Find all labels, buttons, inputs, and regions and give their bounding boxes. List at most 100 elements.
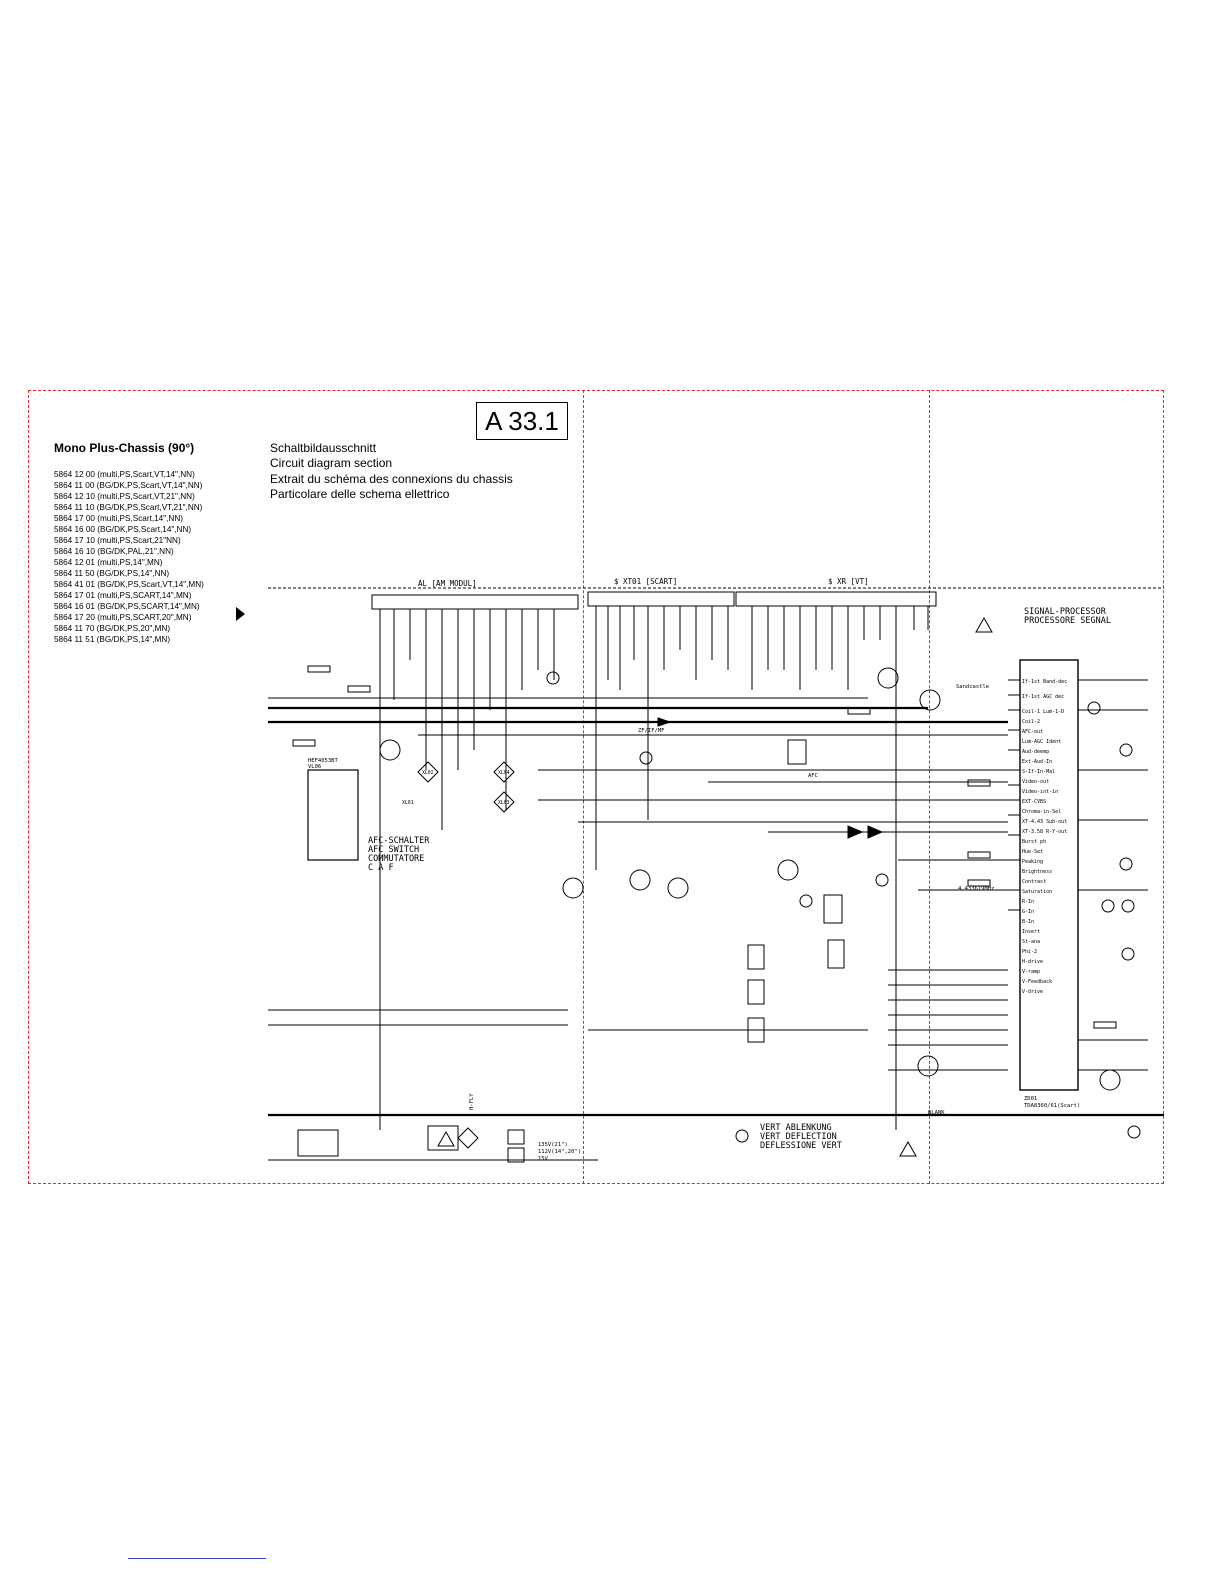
section-divider-1: [583, 390, 584, 1184]
signal-processor-label: SIGNAL-PROCESSOR: [1024, 607, 1107, 617]
processor-pins: [1008, 679, 1148, 1071]
diagram-frame: [28, 390, 1164, 1184]
pin-function: Phi-2: [1022, 949, 1037, 955]
supply-label: 112V(14",20"): [538, 1149, 581, 1155]
model-list: 5864 12 00 (multi,PS,Scart,VT,14",NN) 58…: [54, 469, 204, 645]
processor-pin-labels: If-1st Band-dec If-1st AGC dec Coil-1 Lu…: [1022, 679, 1067, 995]
pin-function: Coil-2: [1022, 719, 1040, 725]
model-item: 5864 17 01 (multi,PS,SCART,14",MN): [54, 591, 192, 600]
vert-deflection-label-de: VERT ABLENKUNG: [760, 1123, 832, 1133]
switch-label: XL03: [498, 800, 510, 806]
pin-function: R-In: [1022, 899, 1034, 905]
xr-pins: [751, 606, 929, 1130]
pin-function: Brightness: [1022, 869, 1052, 875]
pin-function: Video-int-in: [1022, 789, 1058, 795]
afc-label: AFC: [808, 773, 818, 779]
pin-function: V-drive: [1022, 989, 1043, 995]
pin-function: Burst ph: [1022, 839, 1046, 845]
crystal-label: 4.433619MHz: [958, 886, 994, 892]
model-item: 5864 12 10 (multi,PS,Scart,VT,21",NN): [54, 492, 195, 501]
supply-label: 135V(21"): [538, 1142, 568, 1148]
processor-chip: TDA8360/61(Scart): [1024, 1103, 1080, 1109]
afc-switch-ic: [307, 769, 359, 861]
pin-function: XT-4.43 Sub-out: [1022, 819, 1067, 825]
pin-function: B-In: [1022, 919, 1034, 925]
pin-function: Contrast: [1022, 879, 1046, 885]
model-item: 5864 17 20 (multi,PS,SCART,20",MN): [54, 613, 192, 622]
pin-function: Insert: [1022, 929, 1040, 935]
pin-function: Saturation: [1022, 889, 1052, 895]
model-item: 5864 41 01 (BG/DK,PS,Scart,VT,14",MN): [54, 580, 204, 589]
processor-ic: [1019, 659, 1079, 1091]
xt01-pins: [595, 606, 729, 870]
switch-label: XL02: [422, 770, 434, 776]
page-code: A 33.1: [476, 402, 568, 440]
zf-label: ZF/IF/MF: [638, 728, 665, 734]
model-item: 5864 12 01 (multi,PS,14",MN): [54, 558, 163, 567]
afc-switch-label-it: COMMUTATORE: [368, 854, 424, 864]
section-description: Schaltbildausschnitt Circuit diagram sec…: [270, 441, 513, 503]
model-item: 5864 11 10 (BG/DK,PS,Scart,VT,21",NN): [54, 503, 203, 512]
pin-function: If-1st Band-dec: [1022, 679, 1067, 685]
vert-deflection-label-it: DEFLESSIONE VERT: [760, 1141, 842, 1151]
h-fly-label: H-FLY: [469, 1093, 475, 1110]
pin-function: Ext-Aud-In: [1022, 759, 1052, 765]
pin-function: If-1st AGC dec: [1022, 694, 1064, 700]
connector-xt01: [587, 591, 735, 607]
ic-label: HEF4053BT: [308, 758, 338, 764]
pin-function: Aud-deemp: [1022, 749, 1049, 755]
ic-ref: VL06: [308, 764, 321, 770]
pin-function: Coil-1 Lum-1-D: [1022, 709, 1064, 715]
pin-function: XT-3.58 R-Y-out: [1022, 829, 1067, 835]
afc-switch-label-de: AFC-SCHALTER: [368, 836, 430, 846]
afc-switch-label-en: AFC SWITCH: [368, 845, 419, 855]
pin-function: H-drive: [1022, 959, 1043, 965]
pin-function: Chroma-in-Sel: [1022, 809, 1061, 815]
pin-function: St-ana: [1022, 939, 1040, 945]
circuit-schematic: AL [AM MODUL] $ XT01 [SCART] $ XR [VT] S…: [268, 577, 1164, 1163]
connector-xr: [735, 591, 937, 607]
connector-xr-label: $ XR [VT]: [828, 577, 869, 586]
supply-label: 15V: [538, 1156, 549, 1162]
signal-processor-label-it: PROCESSORE SEGNAL: [1024, 616, 1111, 626]
pin-function: AFC-out: [1022, 729, 1043, 735]
pin-function: EXT-CVBS: [1022, 799, 1046, 805]
main-bus: [268, 706, 1164, 1117]
description-it: Particolare delle schema ellettrico: [270, 487, 450, 502]
vert-deflection-label-en: VERT DEFLECTION: [760, 1132, 837, 1142]
model-item: 5864 16 10 (BG/DK,PAL,21",NN): [54, 547, 174, 556]
al-pins: [379, 609, 555, 1130]
switch-label: XL01: [402, 800, 414, 806]
footer-rule: [128, 1558, 266, 1559]
model-item: 5864 11 70 (BG/DK,PS,20",MN): [54, 624, 171, 633]
pin-function: Hue-Set: [1022, 849, 1043, 855]
switch-label: XL04: [498, 770, 510, 776]
pointer-arrow-icon: [236, 607, 245, 621]
model-item: 5864 17 10 (multi,PS,Scart,21"NN): [54, 536, 181, 545]
model-item: 5864 12 00 (multi,PS,Scart,VT,14",NN): [54, 470, 195, 479]
pin-function: Lum-AGC Ident: [1022, 739, 1061, 745]
model-item: 5864 16 00 (BG/DK,PS,Scart,14",NN): [54, 525, 192, 534]
afc-switch-label-fr: C A F: [368, 863, 394, 873]
connector-xt01-label: $ XT01 [SCART]: [614, 577, 677, 586]
model-item: 5864 17 00 (multi,PS,Scart,14",NN): [54, 514, 183, 523]
pin-function: G-In: [1022, 909, 1034, 915]
pin-function: S-If-In-Mal: [1022, 769, 1055, 775]
blank-label: BLANK: [928, 1110, 945, 1116]
connector-al-label: AL [AM MODUL]: [418, 579, 477, 588]
model-item: 5864 11 50 (BG/DK,PS,14",NN): [54, 569, 170, 578]
model-item: 5864 16 01 (BG/DK,PS,SCART,14",MN): [54, 602, 200, 611]
pin-function: Peaking: [1022, 859, 1043, 865]
section-divider-2: [929, 390, 930, 1184]
description-de: Schaltbildausschnitt: [270, 441, 377, 455]
description-en: Circuit diagram section: [270, 456, 393, 471]
sandcastle-label: Sandcastle: [956, 684, 989, 690]
description-fr: Extrait du schéma des connexions du chas…: [270, 471, 513, 486]
processor-ref: ZD01: [1024, 1096, 1037, 1102]
model-item: 5864 11 00 (BG/DK,PS,Scart,VT,14",NN): [54, 481, 203, 490]
pin-function: V-ramp: [1022, 969, 1040, 975]
model-item: 5864 11 51 (BG/DK,PS,14",MN): [54, 635, 171, 644]
pin-function: Video-out: [1022, 779, 1049, 785]
pin-function: V-Feedback: [1022, 979, 1052, 985]
chassis-title: Mono Plus-Chassis (90°): [54, 441, 195, 455]
